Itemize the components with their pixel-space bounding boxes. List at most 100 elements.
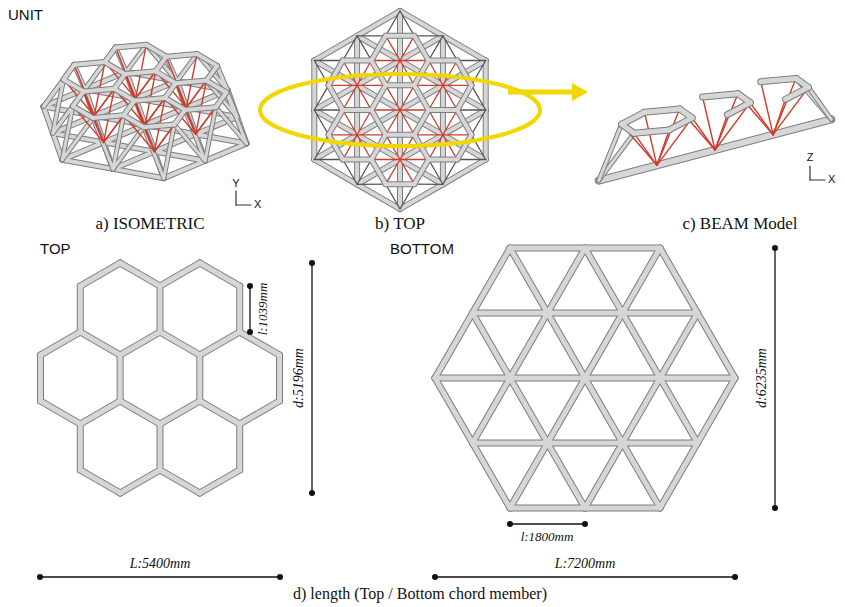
top-chord: [41, 401, 81, 424]
bottom-chord: [660, 248, 698, 313]
bottom-chord: [548, 443, 586, 508]
top-chord: [41, 332, 81, 355]
web-member: [343, 61, 357, 86]
top-chord: [206, 66, 217, 81]
top-chord: [165, 98, 185, 110]
top-chord: [386, 132, 415, 138]
web-member: [357, 85, 371, 110]
bottom-chord: [400, 160, 443, 185]
top-chord: [144, 125, 175, 128]
top-chord: [80, 401, 120, 424]
bottom-chord: [435, 378, 473, 443]
top-chord: [622, 112, 645, 124]
top-chord: [114, 74, 125, 89]
web-member: [443, 85, 472, 86]
bottom-chord: [623, 443, 661, 508]
top-chord: [73, 91, 84, 106]
top-chord: [703, 94, 738, 97]
top-chord: [93, 115, 124, 118]
bottom-chord: [484, 110, 488, 160]
web-member: [400, 36, 414, 61]
top-chord: [669, 118, 692, 130]
top-chord: [761, 78, 796, 81]
top-chord: [371, 160, 385, 185]
top-chord: [206, 81, 226, 93]
bottom-chord: [660, 375, 735, 382]
axis-label: X: [828, 173, 835, 186]
web-member: [226, 93, 246, 144]
top-chord: [200, 332, 240, 355]
bottom-chord: [660, 378, 698, 443]
web-member: [357, 110, 371, 135]
web-member: [357, 85, 386, 86]
web-member: [457, 60, 486, 61]
web-member: [314, 159, 343, 160]
highlight-arrowhead: [572, 83, 588, 101]
web-member: [429, 36, 443, 61]
bottom-chord: [400, 184, 443, 209]
subfigure-caption: a) ISOMETRIC: [95, 214, 204, 234]
top-chord: [158, 286, 163, 332]
top-chord: [329, 61, 343, 86]
top-chord: [414, 85, 428, 110]
top-chord: [371, 110, 385, 135]
top-chord: [240, 401, 280, 424]
top-chord: [64, 80, 84, 92]
bottom-chord: [400, 36, 443, 61]
bottom-chord: [660, 443, 698, 508]
top-chord: [64, 65, 75, 80]
bottom-chord: [585, 376, 660, 381]
top-chord: [276, 355, 283, 401]
bottom-chord: [585, 375, 660, 382]
top-chord: [237, 424, 242, 470]
bottom-chord: [585, 248, 623, 313]
web-member: [443, 160, 457, 185]
dimension-line: [435, 576, 735, 577]
top-chord: [761, 78, 796, 81]
bottom-chord: [548, 440, 623, 447]
top-chord: [200, 332, 240, 355]
web-member: [400, 109, 429, 110]
bottom-chord: [585, 245, 660, 252]
web-member: [216, 107, 247, 143]
top-chord: [329, 110, 343, 135]
top-chord: [236, 286, 243, 332]
top-chord: [156, 71, 176, 83]
bottom-chord: [473, 440, 548, 447]
dimension-label: L:7200mm: [555, 556, 616, 572]
axis-line: [809, 166, 810, 180]
dimension-dot: [247, 329, 253, 335]
bottom-chord: [357, 184, 400, 209]
top-chord: [78, 286, 83, 332]
dimension-line: [40, 576, 280, 577]
top-chord: [200, 263, 240, 286]
top-chord: [160, 263, 200, 286]
web-member: [386, 160, 400, 185]
top-chord: [160, 401, 200, 424]
bottom-chord: [548, 311, 623, 316]
top-chord: [371, 85, 385, 110]
top-chord: [73, 106, 93, 118]
web-member: [429, 110, 443, 135]
web-member: [599, 124, 622, 180]
top-chord: [197, 54, 217, 66]
bottom-chord: [585, 378, 623, 443]
bottom-chord: [548, 248, 586, 313]
bottom-chord: [585, 378, 623, 443]
top-chord: [457, 85, 471, 110]
web-member: [144, 127, 164, 178]
top-chord: [80, 470, 120, 493]
web-member: [796, 78, 831, 119]
diagonal-member: [715, 103, 750, 150]
bottom-chord: [548, 378, 586, 443]
top-chord: [156, 57, 167, 72]
bottom-chord: [623, 311, 698, 316]
web-member: [386, 85, 400, 110]
top-chord: [429, 58, 458, 64]
top-chord: [343, 157, 372, 163]
top-chord: [73, 91, 84, 106]
bottom-chord: [473, 248, 511, 313]
bottom-chord: [435, 378, 473, 443]
bottom-chord: [357, 160, 400, 185]
web-member: [343, 85, 357, 110]
